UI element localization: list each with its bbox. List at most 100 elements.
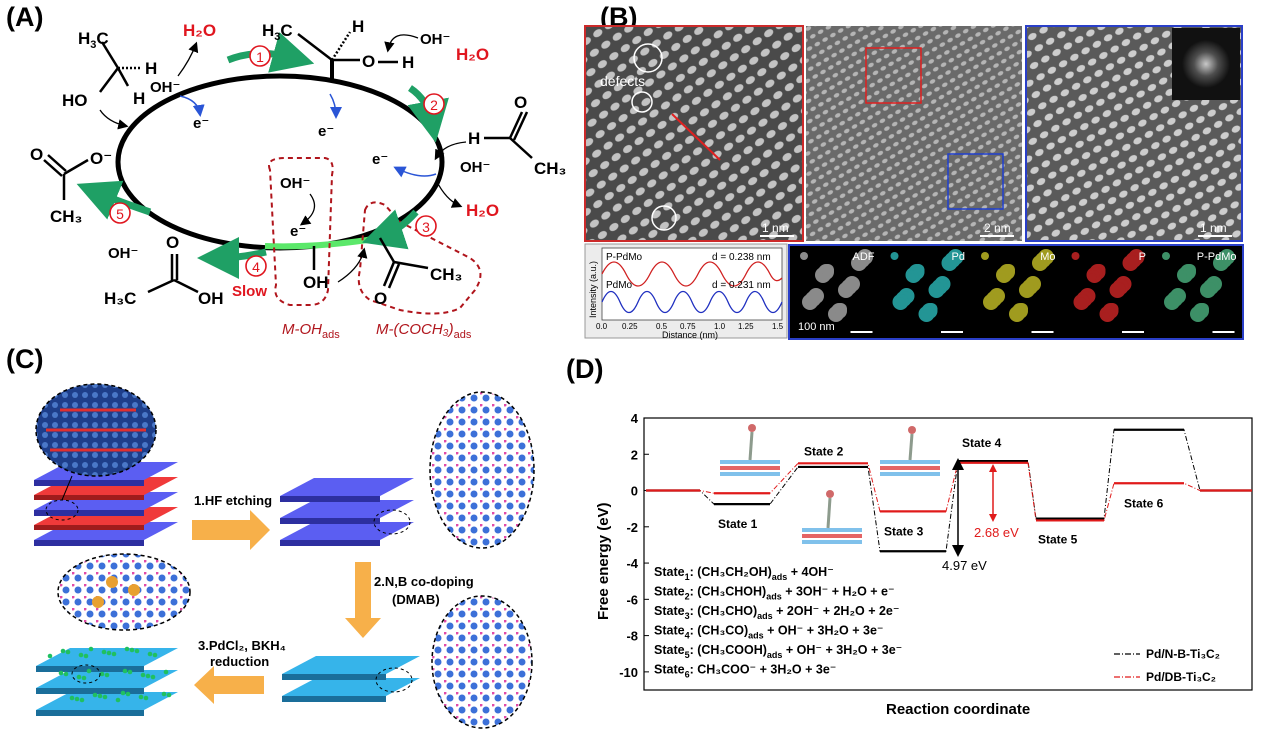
scale-bar-mid: 2 nm [984,221,1011,235]
nb-ti3c2-stack [282,656,420,702]
step3-label-b: reduction [210,654,269,669]
pd-nanoparticle [101,649,107,655]
ethanol-molecule: H3C H H HO [62,29,157,110]
panel-a-mechanism: 1 2 3 4 5 Slow H3C H H HO H₂O OH⁻ e⁻ H3C… [30,17,566,341]
svg-text:2: 2 [430,97,438,113]
svg-text:5: 5 [116,206,124,222]
m-acetyl-label: M-(COCH₃)ads [376,321,472,341]
xtick-1: 0.5 [656,322,668,331]
xtick-0: 0.0 [596,322,608,331]
pd-nanoparticle [166,692,172,698]
pd-nanoparticle [58,670,64,676]
hydroxide-4: OH⁻ [280,175,310,192]
profile-series-b [601,290,783,314]
svg-text:Pd/N-B-Ti₃C₂: Pd/N-B-Ti₃C₂ [1146,647,1220,661]
state-1-model [720,424,780,476]
step-5-badge: 5 [109,202,131,224]
arrow-e-4 [299,193,316,226]
svg-text:CH₃: CH₃ [50,207,82,226]
step2-label-b: (DMAB) [392,592,440,607]
equation-5: State5: (CH₃COOH)ads + OH⁻ + 3H₂O + 3e⁻ [654,643,902,660]
step-3-arrow [362,209,419,250]
step1-label: 1.HF etching [194,493,272,508]
gap-black: 4.97 eV [942,458,987,573]
pd-nb-ti3c2-stack [36,648,178,716]
svg-text:4.97 eV: 4.97 eV [942,558,987,573]
water-3: H₂O [466,201,499,220]
series-line-1 [646,462,1252,521]
pd-nanoparticle [92,692,98,698]
svg-text:1: 1 [256,49,264,65]
state-label-6: State 6 [1124,496,1164,510]
xtick-minor-0: 0.25 [622,322,638,331]
pd-nanoparticle [106,650,112,656]
pd-nanoparticle [115,697,121,703]
arrow-coupling [337,247,368,283]
zoom-box-red [865,47,922,104]
pd-nanoparticle [88,646,94,652]
step2-label-a: 2.N,B co-doping [374,574,474,589]
y-tick-label: -2 [626,520,638,535]
pd-nanoparticle [150,674,156,680]
pd-nanoparticle [145,673,151,679]
svg-text:3: 3 [422,219,430,235]
d-a-label: d = 0.238 nm [712,252,771,263]
pd-nanoparticle [111,651,117,657]
panel-c-synthesis: 1.HF etching 2.N,B co-doping (DMAB) 3.Pd… [34,383,535,729]
svg-text:H3C: H3C [262,21,293,43]
step-1-badge: 1 [249,45,271,67]
pd-nanoparticle [124,646,130,652]
electron-1: e⁻ [193,115,209,132]
pd-nanoparticle [86,668,92,674]
arrow-water-3 [435,179,463,208]
ethoxide-molecule: H3C H O H [262,17,414,80]
zoom-ellipse-3 [431,595,533,729]
defect-3 [651,205,677,231]
panel-d-free-energy: Free energy (eV) Reaction coordinate 420… [595,411,1253,718]
pd-nanoparticle [65,649,71,655]
y-tick-label: 2 [631,447,638,462]
arrow-oh-2 [384,34,419,53]
y-tick-label: -4 [626,556,638,571]
svg-text:2.68 eV: 2.68 eV [974,525,1019,540]
pd-nanoparticle [74,696,80,702]
step-4-arrow [197,236,267,279]
step-3-badge: 3 [415,215,437,237]
arrow-water-1 [177,41,199,77]
pd-nanoparticle [47,653,53,659]
arrow-e-1 [179,95,205,117]
xtick-2: 1.0 [714,322,726,331]
step-4-badge: 4 [245,255,267,277]
m-oh-label: M-OHads [282,321,340,341]
svg-text:O: O [514,93,527,112]
electron-2: e⁻ [318,123,334,140]
pd-nanoparticle [127,669,133,675]
svg-text:CH₃: CH₃ [534,159,566,178]
pd-nanoparticle [78,652,84,658]
eds-blob-2 [981,249,1054,322]
arrow-in-1 [99,109,129,130]
xtick-minor-2: 1.25 [738,322,754,331]
equation-1: State1: (CH₃CH₂OH)ads + 4OH⁻ [654,565,834,582]
hydroxide-3: OH⁻ [460,159,490,176]
pd-nanoparticle [81,675,87,681]
panel-d-label: (D) [566,354,604,384]
arrow-e-3 [393,166,437,178]
pd-nanoparticle [99,671,105,677]
svg-text:H3C: H3C [78,29,109,51]
zoom-ellipse-4 [57,553,191,631]
state-label-5: State 5 [1038,533,1078,547]
state-label-4: State 4 [962,436,1002,450]
state-label-1: State 1 [718,517,758,531]
svg-text:O: O [374,289,387,308]
scale-bar-right: 1 nm [1200,221,1227,235]
pd-nanoparticle [129,647,135,653]
hydroxide-5: OH⁻ [108,245,138,262]
water-1: H₂O [183,21,216,40]
pd-nanoparticle [140,672,146,678]
state-label-3: State 3 [884,524,924,538]
profile-series-a [601,261,783,287]
eds-label-3: P [1139,251,1146,263]
svg-text:H: H [145,59,157,78]
scale-bar-left: 1 nm [762,221,789,235]
